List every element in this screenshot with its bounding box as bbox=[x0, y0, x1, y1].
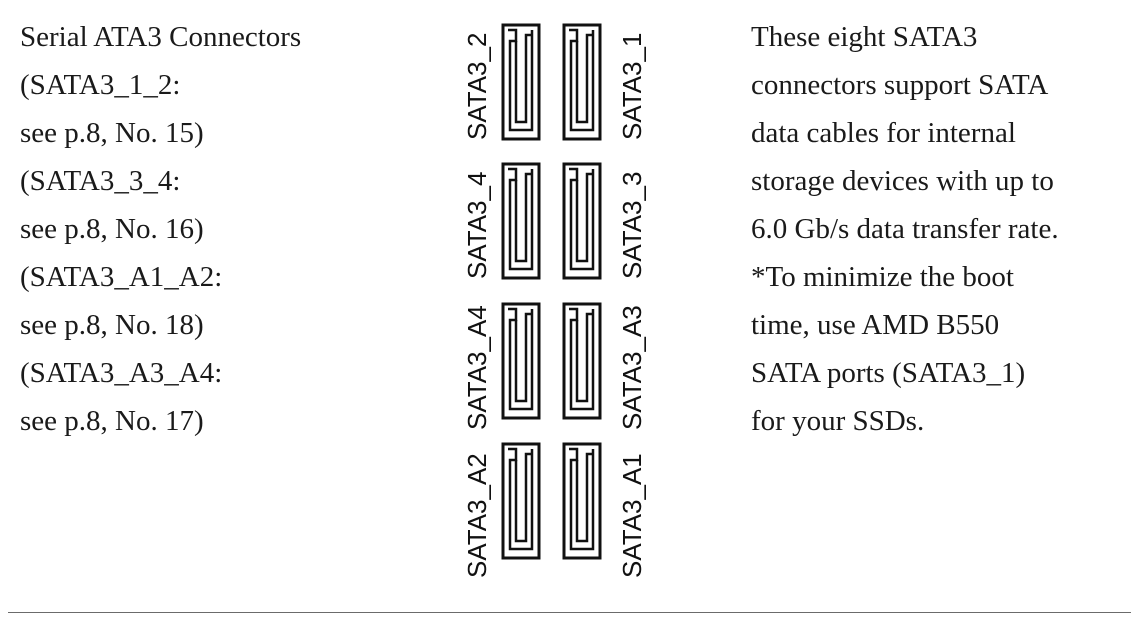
sata-connector-icon bbox=[501, 302, 541, 420]
description-line: SATA ports (SATA3_1) bbox=[751, 357, 1026, 389]
sata-connector-icon bbox=[501, 442, 541, 560]
connector-ref-line: (SATA3_A1_A2: bbox=[20, 261, 223, 293]
sata-connector-diagram: SATA3_2 SATA3_1 SATA3_4 SATA3_3 SATA3_A4… bbox=[440, 0, 670, 600]
connector-title: Serial ATA3 Connectors bbox=[20, 21, 302, 53]
connector-ref-line: (SATA3_3_4: bbox=[20, 165, 181, 197]
sata-connector-icon bbox=[562, 442, 602, 560]
connector-ref-line: (SATA3_A3_A4: bbox=[20, 357, 223, 389]
description-line: for your SSDs. bbox=[751, 405, 925, 437]
port-label-sata3-2: SATA3_2 bbox=[462, 33, 492, 140]
port-label-sata3-a1: SATA3_A1 bbox=[617, 453, 647, 578]
connector-ref-line: see p.8, No. 15) bbox=[20, 117, 204, 149]
description-line: time, use AMD B550 bbox=[751, 309, 1000, 341]
connector-ref-line: (SATA3_1_2: bbox=[20, 69, 181, 101]
port-row-2: SATA3_4 SATA3_3 bbox=[462, 162, 647, 280]
section-divider bbox=[8, 612, 1131, 613]
port-label-sata3-3: SATA3_3 bbox=[617, 172, 647, 279]
sata-connector-icon bbox=[501, 162, 541, 280]
port-row-3: SATA3_A4 SATA3_A3 bbox=[462, 302, 647, 430]
sata-connector-icon bbox=[501, 23, 541, 141]
description-line: connectors support SATA bbox=[751, 69, 1049, 101]
port-row-1: SATA3_2 SATA3_1 bbox=[462, 23, 647, 141]
connector-title-block: Serial ATA3 Connectors (SATA3_1_2: see p… bbox=[20, 13, 440, 445]
port-label-sata3-1: SATA3_1 bbox=[617, 33, 647, 140]
description-line: 6.0 Gb/s data transfer rate. bbox=[751, 213, 1059, 245]
port-label-sata3-a3: SATA3_A3 bbox=[617, 305, 647, 430]
description-line: storage devices with up to bbox=[751, 165, 1054, 197]
description-line: *To minimize the boot bbox=[751, 261, 1014, 293]
port-label-sata3-a4: SATA3_A4 bbox=[462, 305, 492, 430]
port-label-sata3-a2: SATA3_A2 bbox=[462, 453, 492, 578]
connector-ref-line: see p.8, No. 18) bbox=[20, 309, 204, 341]
sata-connector-icon bbox=[562, 162, 602, 280]
port-row-4: SATA3_A2 SATA3_A1 bbox=[462, 442, 647, 578]
sata-connector-icon bbox=[562, 302, 602, 420]
connector-ref-line: see p.8, No. 16) bbox=[20, 213, 204, 245]
description-line: These eight SATA3 bbox=[751, 21, 978, 53]
description-line: data cables for internal bbox=[751, 117, 1016, 149]
connector-description: These eight SATA3 connectors support SAT… bbox=[751, 13, 1121, 445]
port-label-sata3-4: SATA3_4 bbox=[462, 172, 492, 279]
sata-connector-icon bbox=[562, 23, 602, 141]
sata-diagram-svg: SATA3_2 SATA3_1 SATA3_4 SATA3_3 SATA3_A4… bbox=[462, 23, 647, 578]
connector-ref-line: see p.8, No. 17) bbox=[20, 405, 204, 437]
